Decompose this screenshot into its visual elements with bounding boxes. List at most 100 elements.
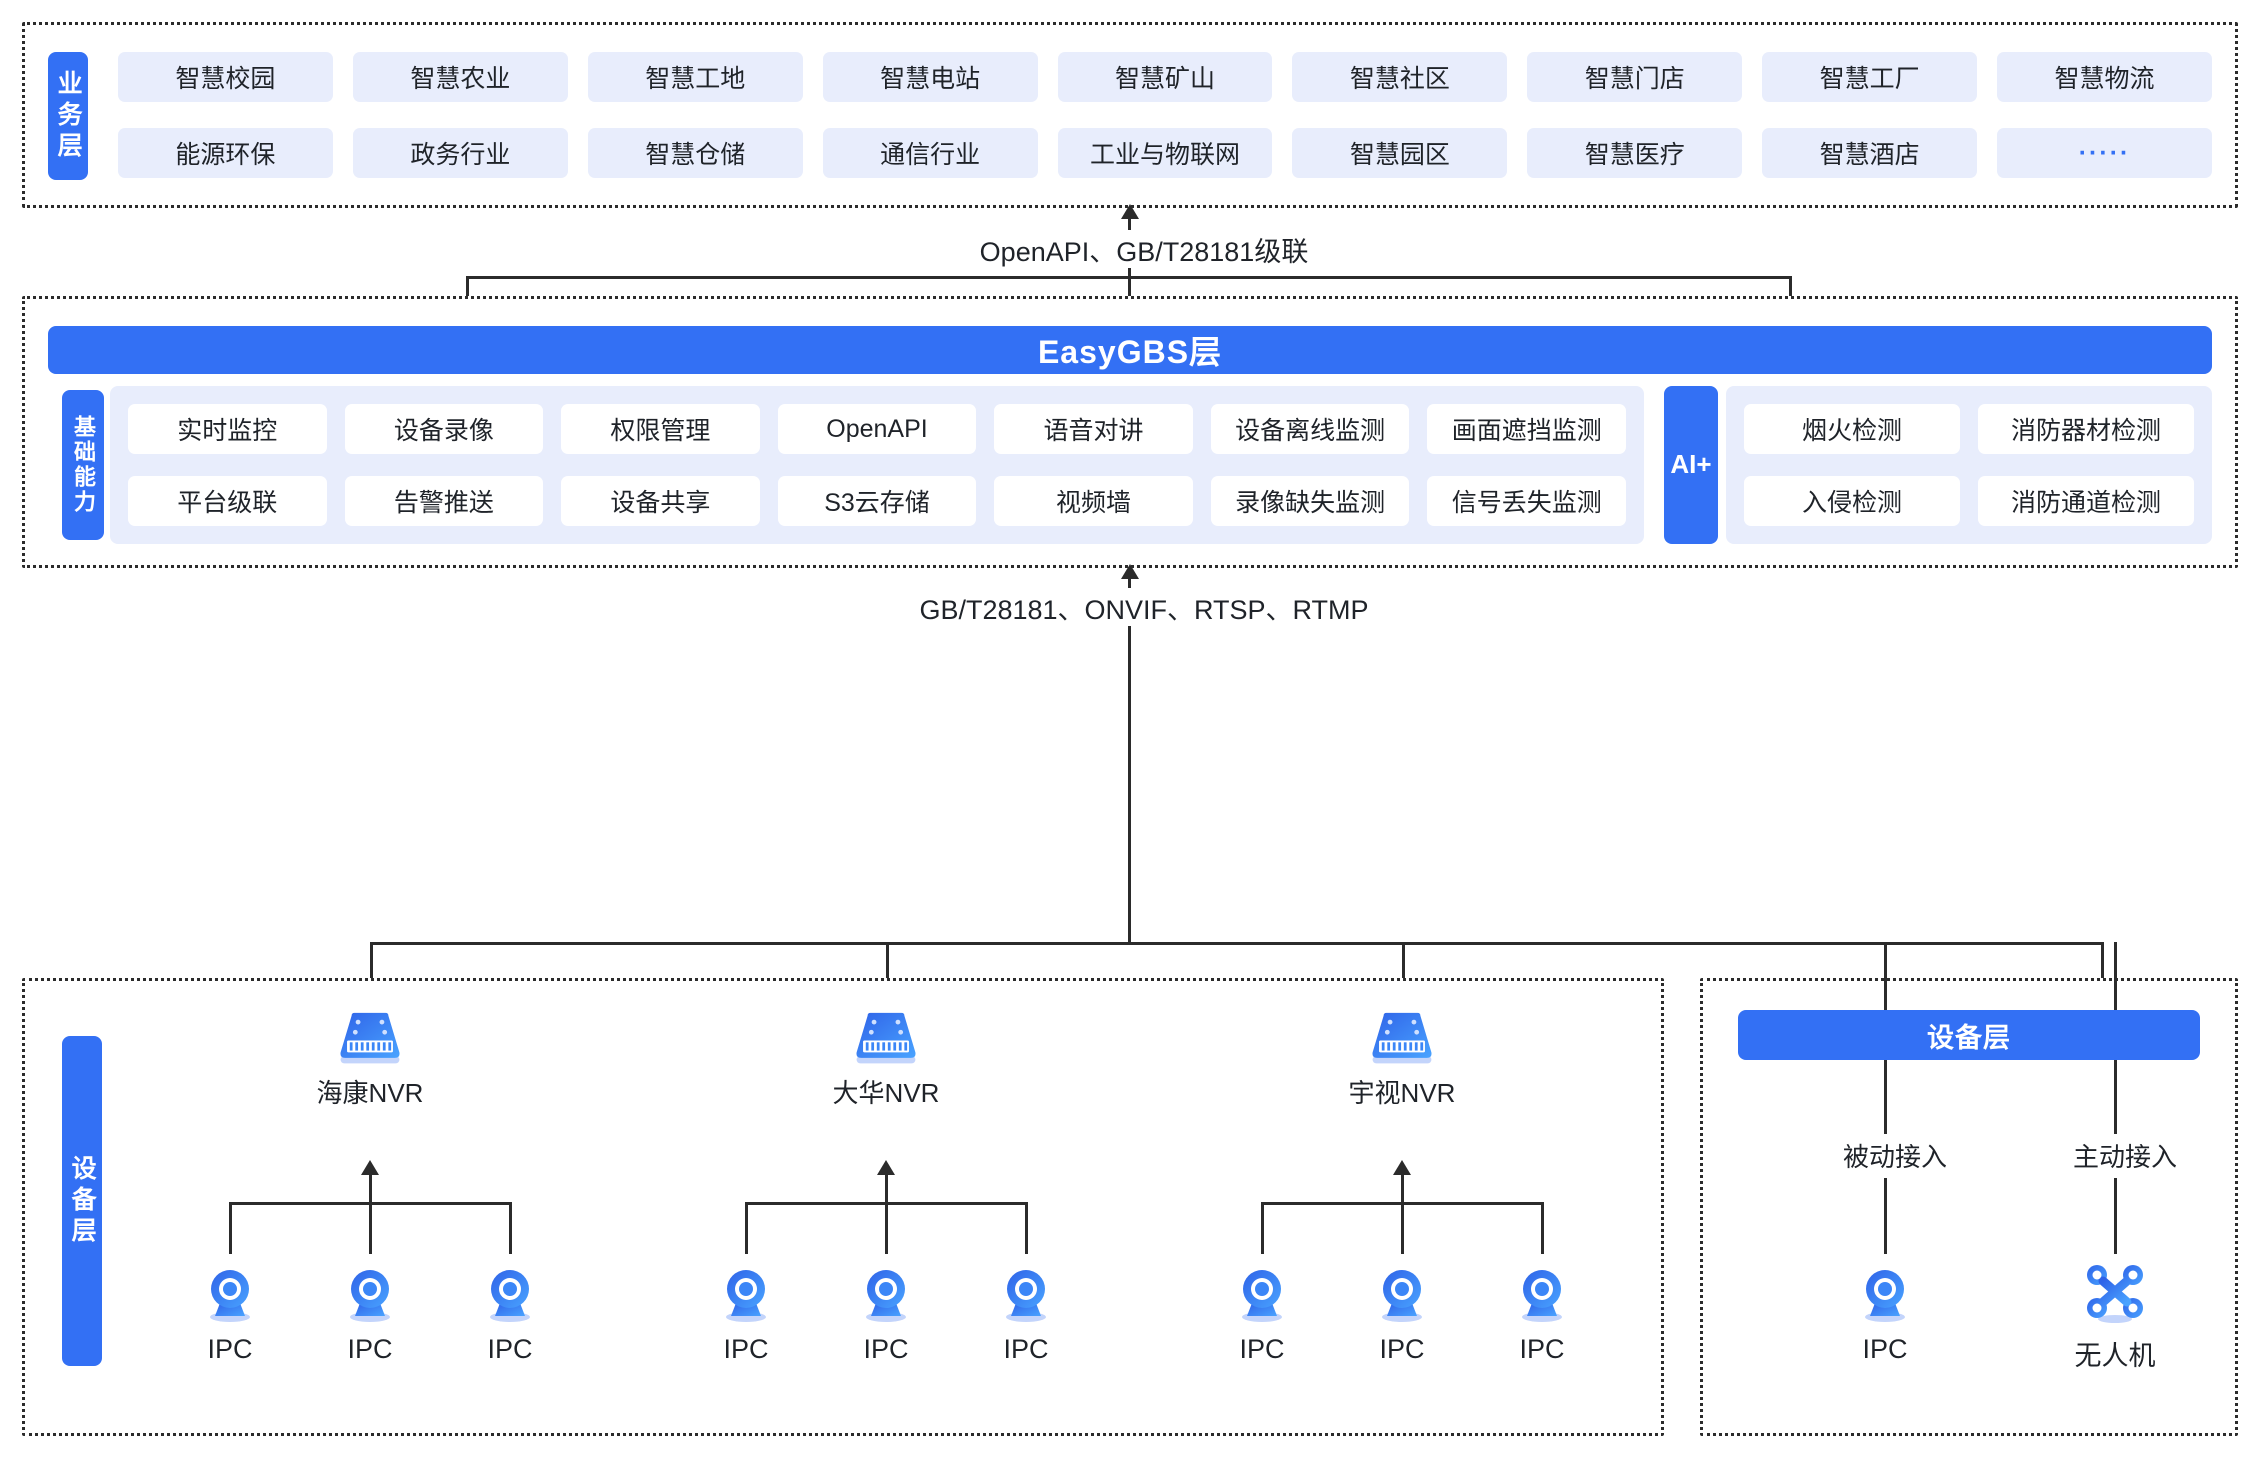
top-connector-bus xyxy=(466,276,1792,279)
right-device-layer-bar: 设备层 xyxy=(1738,1010,2200,1060)
ai-plus-tab-label: AI+ xyxy=(1670,449,1712,480)
ipc-camera-icon xyxy=(350,1270,390,1322)
capability-chip[interactable]: S3云存储 xyxy=(777,476,977,526)
ai-capability-grid: 烟火检测消防器材检测入侵检测消防通道检测 xyxy=(1744,404,2194,526)
ipc-drop-line xyxy=(1261,1202,1264,1254)
right-branch-riser xyxy=(2114,942,2117,1010)
business-chip[interactable]: 能源环保 xyxy=(118,128,333,178)
ipc-drop-line xyxy=(1025,1202,1028,1254)
business-chip[interactable]: 智慧仓储 xyxy=(587,128,803,178)
right-branch-line-lower xyxy=(1884,1178,1887,1254)
ai-capability-chip[interactable]: 入侵检测 xyxy=(1744,476,1960,526)
nvr-node[interactable]: 海康NVR xyxy=(295,1012,445,1110)
ai-capability-chip[interactable]: 消防器材检测 xyxy=(1978,404,2194,454)
business-chip[interactable]: 智慧工地 xyxy=(587,52,803,102)
ipc-node-label: IPC xyxy=(723,1334,769,1364)
nvr-uplink-stem xyxy=(885,1175,888,1202)
capability-chip[interactable]: 视频墙 xyxy=(994,476,1193,526)
right-branch-riser xyxy=(1884,942,1887,1010)
ipc-node[interactable]: IPC xyxy=(811,1262,961,1365)
top-connector-label: OpenAPI、GB/T28181级联 xyxy=(930,230,1358,269)
ai-plus-tab: AI+ xyxy=(1664,386,1718,544)
device-layer-tab-label: 设备层 xyxy=(68,1154,97,1248)
ipc-drop-line xyxy=(369,1202,372,1254)
ipc-drop-line xyxy=(229,1202,232,1254)
business-chip[interactable]: 通信行业 xyxy=(822,128,1038,178)
business-chip[interactable]: 智慧电站 xyxy=(822,52,1038,102)
ai-capability-chip[interactable]: 消防通道检测 xyxy=(1978,476,2194,526)
business-chip[interactable]: 工业与物联网 xyxy=(1057,128,1273,178)
ipc-node-label: IPC xyxy=(1519,1334,1565,1364)
business-chip[interactable]: 智慧酒店 xyxy=(1762,128,1978,178)
business-chip[interactable]: 智慧园区 xyxy=(1292,128,1508,178)
nvr-device-icon xyxy=(1372,1012,1432,1064)
nvr-node-label: 大华NVR xyxy=(832,1078,940,1109)
ipc-node-label: IPC xyxy=(863,1334,909,1364)
capability-chip[interactable]: 语音对讲 xyxy=(994,404,1193,454)
ipc-camera-icon xyxy=(1382,1270,1422,1322)
capability-chip[interactable]: 画面遮挡监测 xyxy=(1427,404,1626,454)
capability-chip[interactable]: 权限管理 xyxy=(561,404,760,454)
ipc-node[interactable]: IPC xyxy=(155,1262,305,1365)
ipc-node[interactable]: IPC xyxy=(671,1262,821,1365)
capability-chip[interactable]: OpenAPI xyxy=(777,404,977,454)
ipc-drop-line xyxy=(1541,1202,1544,1254)
ipc-node[interactable]: IPC xyxy=(1810,1262,1960,1365)
business-chip[interactable]: 政务行业 xyxy=(352,128,568,178)
capability-chip[interactable]: 实时监控 xyxy=(128,404,327,454)
business-chip[interactable]: ····· xyxy=(1997,128,2212,178)
ipc-node-label: IPC xyxy=(347,1334,393,1364)
capability-chip[interactable]: 平台级联 xyxy=(128,476,327,526)
business-chip[interactable]: 智慧门店 xyxy=(1527,52,1743,102)
business-chip[interactable]: 智慧工厂 xyxy=(1762,52,1978,102)
access-mode-label: 被动接入 xyxy=(1805,1134,1985,1177)
device-bus-riser xyxy=(1128,736,1131,942)
basic-capability-tab: 基础能力 xyxy=(62,390,104,540)
business-chip[interactable]: 智慧物流 xyxy=(1997,52,2212,102)
business-chip[interactable]: 智慧农业 xyxy=(352,52,568,102)
business-chip[interactable]: 智慧矿山 xyxy=(1057,52,1273,102)
nvr-node[interactable]: 大华NVR xyxy=(811,1012,961,1110)
ipc-camera-icon xyxy=(1006,1270,1046,1322)
nvr-device-icon xyxy=(856,1012,916,1064)
ai-capability-chip[interactable]: 烟火检测 xyxy=(1744,404,1960,454)
mid-connector-stem-lower xyxy=(1128,626,1131,736)
nvr-node-label: 宇视NVR xyxy=(1348,1078,1456,1109)
nvr-node-label: 海康NVR xyxy=(316,1078,424,1109)
capability-chip[interactable]: 设备共享 xyxy=(561,476,760,526)
ipc-drop-line xyxy=(885,1202,888,1254)
capability-chip[interactable]: 设备录像 xyxy=(344,404,544,454)
business-chip[interactable]: 智慧校园 xyxy=(118,52,333,102)
ipc-camera-icon xyxy=(866,1270,906,1322)
right-branch-line-lower xyxy=(2114,1178,2117,1254)
drone-icon xyxy=(2087,1265,2143,1323)
mid-connector-label: GB/T28181、ONVIF、RTSP、RTMP xyxy=(880,588,1408,627)
ipc-node[interactable]: IPC xyxy=(1467,1262,1617,1365)
device-drop-hik xyxy=(370,942,373,1012)
ipc-node[interactable]: IPC xyxy=(1187,1262,1337,1365)
device-drop-dahua xyxy=(886,942,889,1012)
ipc-node[interactable]: IPC xyxy=(951,1262,1101,1365)
ipc-camera-icon xyxy=(726,1270,766,1322)
nvr-node[interactable]: 宇视NVR xyxy=(1327,1012,1477,1110)
nvr-uplink-stem xyxy=(1401,1175,1404,1202)
ipc-camera-icon xyxy=(210,1270,250,1322)
capability-chip[interactable]: 信号丢失监测 xyxy=(1427,476,1626,526)
basic-capability-grid: 实时监控设备录像权限管理 OpenAPI 语音对讲设备离线监测画面遮挡监测平台级联告… xyxy=(128,404,1626,526)
capability-chip[interactable]: 告警推送 xyxy=(344,476,544,526)
nvr-device-icon xyxy=(340,1012,400,1064)
capability-chip[interactable]: 录像缺失监测 xyxy=(1210,476,1410,526)
ipc-node[interactable]: IPC xyxy=(435,1262,585,1365)
right-branch-line-upper xyxy=(2114,1060,2117,1160)
business-chip[interactable]: 智慧社区 xyxy=(1292,52,1508,102)
easygbs-layer-title: EasyGBS层 xyxy=(1037,334,1223,370)
ipc-node-label: IPC xyxy=(1239,1334,1285,1364)
device-node-label: IPC xyxy=(1862,1334,1908,1364)
ipc-node[interactable]: IPC xyxy=(1327,1262,1477,1365)
capability-chip[interactable]: 设备离线监测 xyxy=(1210,404,1410,454)
device-drop-uniview xyxy=(1402,942,1405,1012)
business-chip[interactable]: 智慧医疗 xyxy=(1527,128,1743,178)
ipc-node[interactable]: IPC xyxy=(295,1262,445,1365)
device-node-label: 无人机 xyxy=(2074,1341,2156,1371)
drone-node[interactable]: 无人机 xyxy=(2040,1262,2190,1373)
